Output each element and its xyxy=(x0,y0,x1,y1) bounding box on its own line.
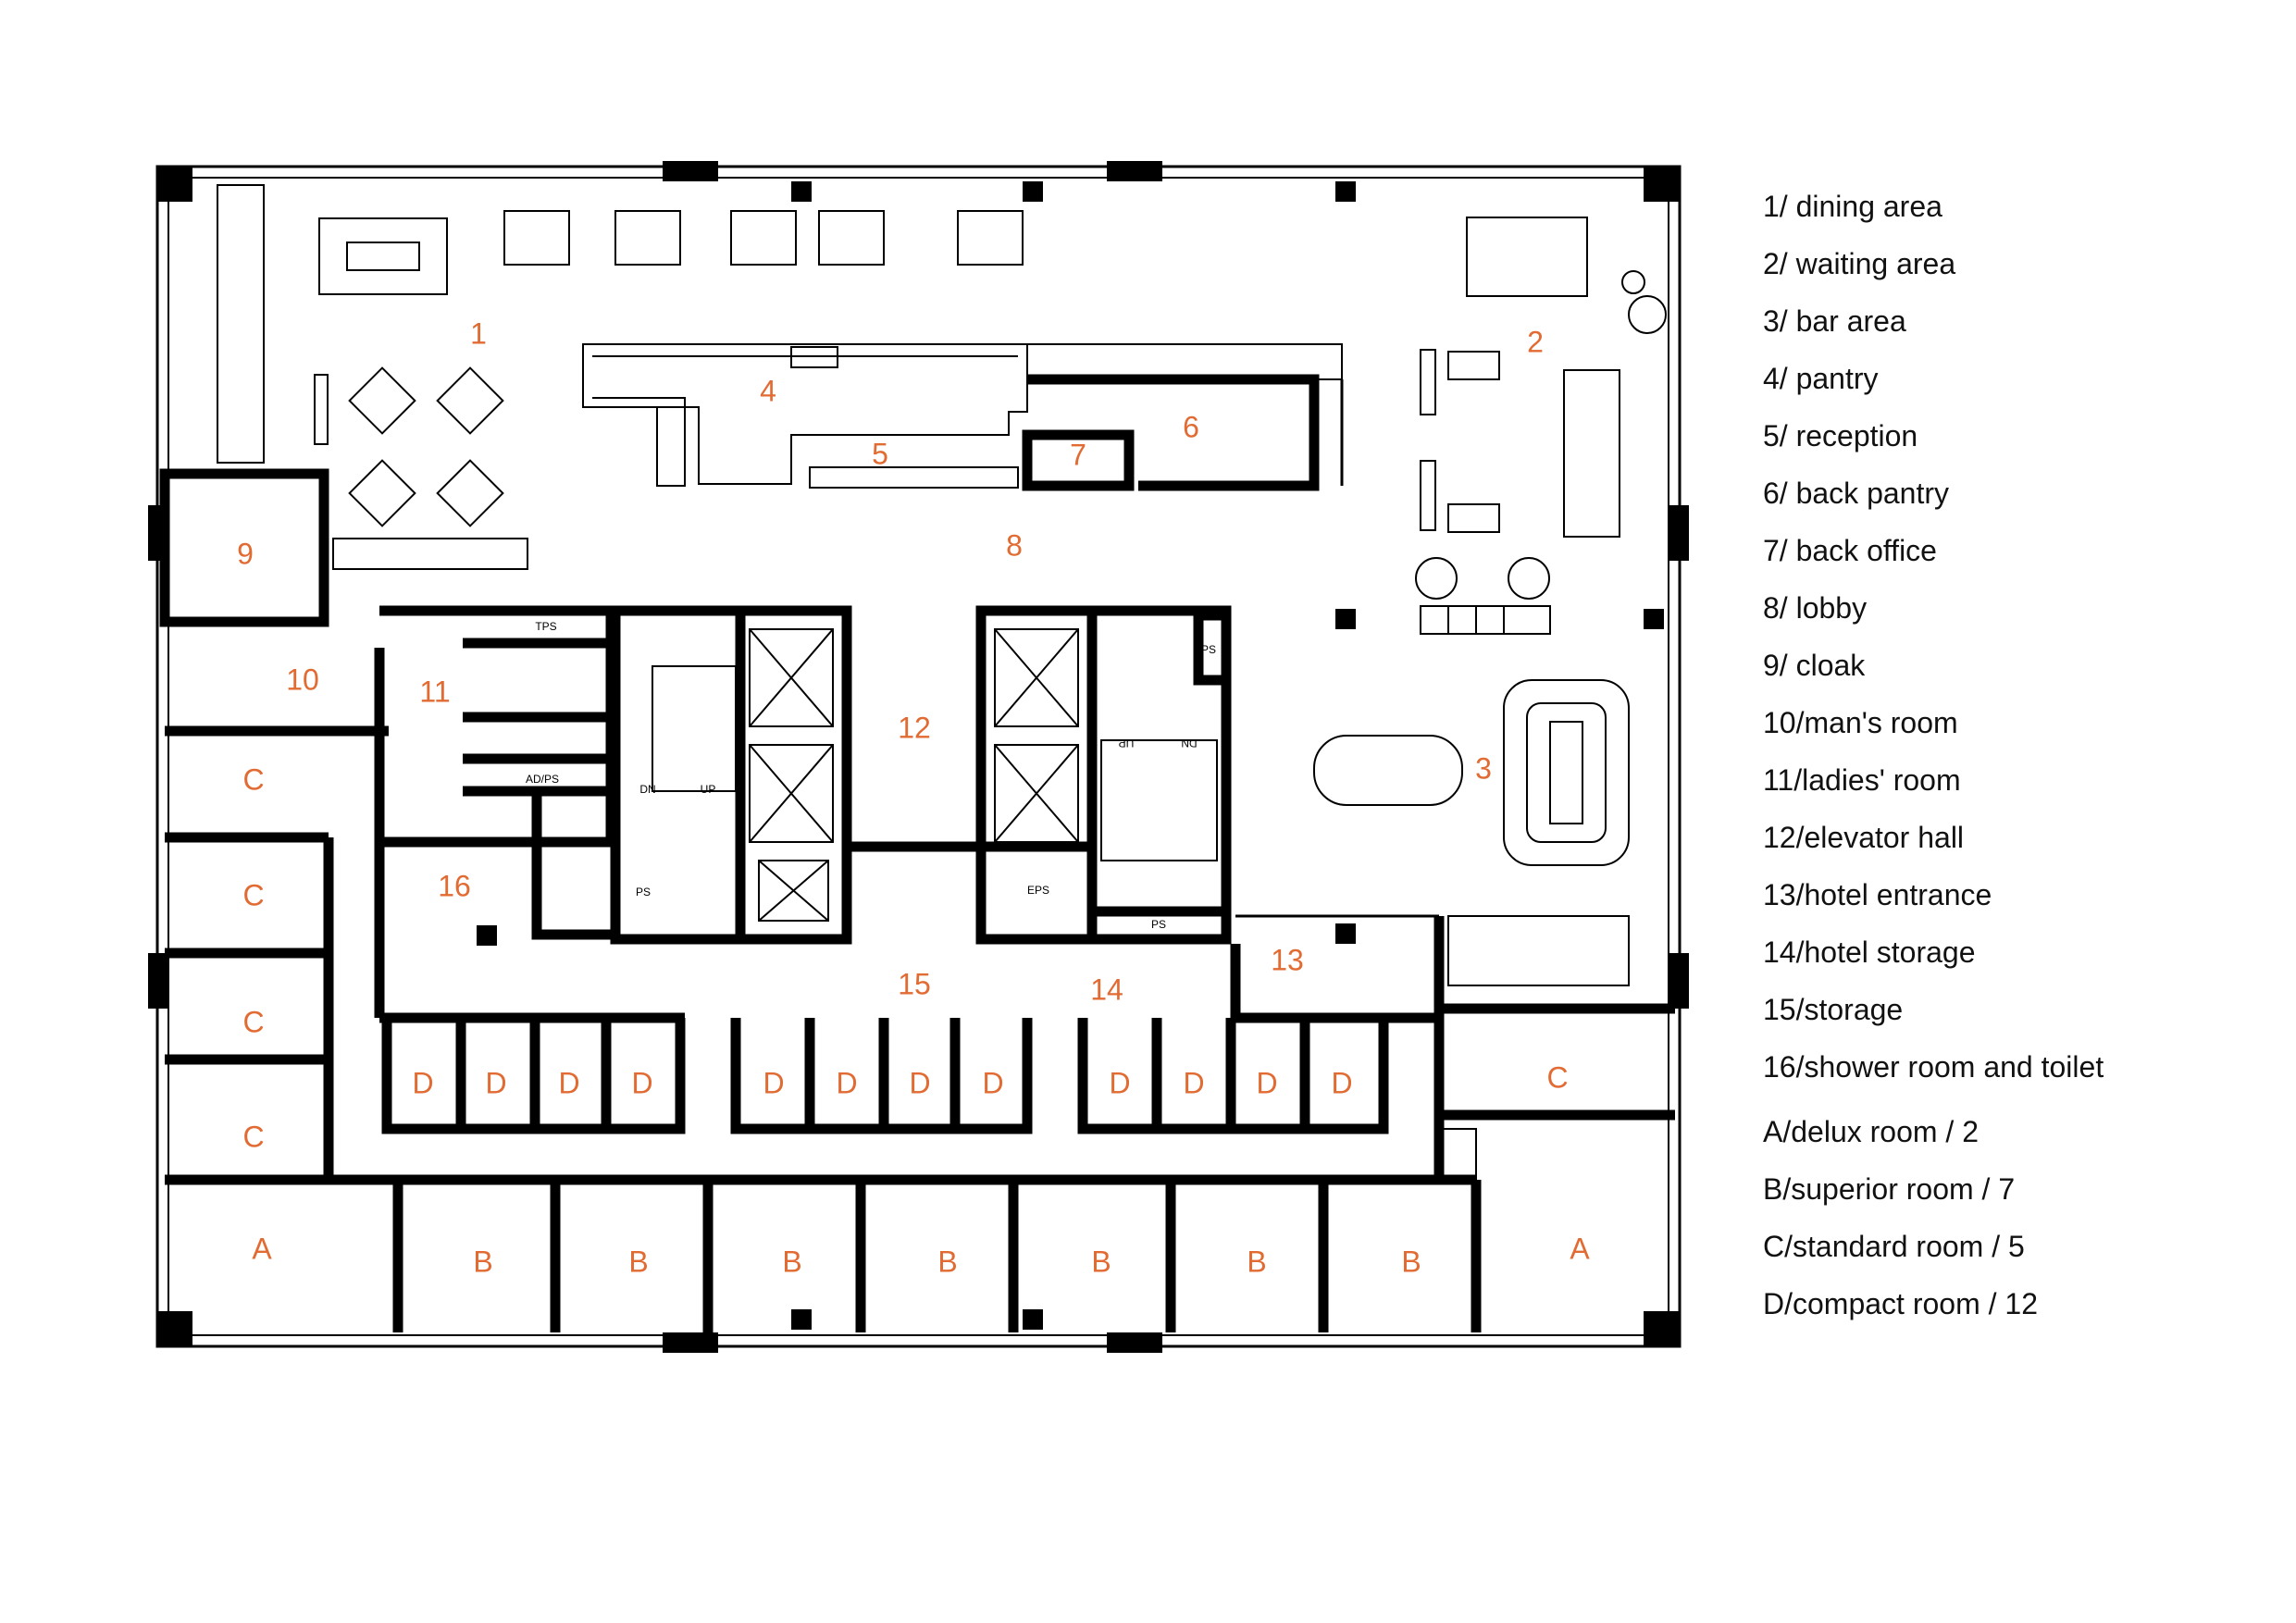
legend-item: 11/ladies' room xyxy=(1763,763,1961,797)
legend-item: C/standard room / 5 xyxy=(1763,1230,2025,1263)
room-label-b: B xyxy=(1247,1245,1266,1278)
room-label-d: D xyxy=(909,1066,930,1099)
tag-eps: EPS xyxy=(1027,884,1049,897)
waiting-furniture xyxy=(1415,217,1667,635)
room-label-4: 4 xyxy=(760,374,776,407)
room-label-d: D xyxy=(1256,1066,1277,1099)
legend-item: A/delux room / 2 xyxy=(1763,1115,1979,1148)
room-label-d: D xyxy=(836,1066,857,1099)
tag-adps: AD/PS xyxy=(526,773,559,786)
room-label-9: 9 xyxy=(237,537,254,570)
legend-item: D/compact room / 12 xyxy=(1763,1287,2038,1320)
room-label-7: 7 xyxy=(1070,438,1086,471)
compact-rooms-row xyxy=(381,1018,1389,1134)
room-label-10: 10 xyxy=(286,663,319,696)
legend-item: 9/ cloak xyxy=(1763,649,1866,682)
legend-item: 10/man's room xyxy=(1763,706,1958,739)
room-label-3: 3 xyxy=(1475,751,1492,785)
room-label-d: D xyxy=(1331,1066,1352,1099)
room-label-d: D xyxy=(558,1066,579,1099)
room-label-14: 14 xyxy=(1090,973,1123,1006)
legend-item: 2/ waiting area xyxy=(1763,247,1956,280)
room-label-d: D xyxy=(763,1066,784,1099)
tag-ps: PS xyxy=(636,886,651,898)
tag-dn: DN xyxy=(1181,737,1197,750)
room-label-a: A xyxy=(252,1232,272,1265)
superior-rooms-row xyxy=(165,1128,1482,1332)
room-label-b: B xyxy=(1091,1245,1111,1278)
legend-item: 4/ pantry xyxy=(1763,362,1879,395)
room-label-b: B xyxy=(473,1245,492,1278)
room-label-b: B xyxy=(782,1245,801,1278)
east-rooms-walls xyxy=(1230,914,1675,1180)
room-label-2: 2 xyxy=(1527,325,1544,358)
tag-dn: DN xyxy=(639,783,655,796)
legend-item: B/superior room / 7 xyxy=(1763,1172,2016,1206)
dining-furniture xyxy=(217,184,1024,527)
room-label-13: 13 xyxy=(1271,943,1304,976)
legend-item: 7/ back office xyxy=(1763,534,1937,567)
room-label-c: C xyxy=(242,1120,264,1153)
legend-item: 3/ bar area xyxy=(1763,304,1906,338)
tag-up: UP xyxy=(701,783,716,796)
legend-item: 15/storage xyxy=(1763,993,1904,1026)
room-label-c: C xyxy=(1546,1060,1568,1094)
room-label-d: D xyxy=(412,1066,433,1099)
room-label-d: D xyxy=(485,1066,506,1099)
room-label-6: 6 xyxy=(1183,410,1199,443)
legend-item: 12/elevator hall xyxy=(1763,821,1965,854)
legend-item: 16/shower room and toilet xyxy=(1763,1050,2104,1084)
legend-item: 5/ reception xyxy=(1763,419,1918,452)
service-tags: TPS AD/PS PS EPS PS PS DN UP UP DN xyxy=(526,620,1216,931)
room-label-c: C xyxy=(242,878,264,911)
room-label-5: 5 xyxy=(872,437,888,470)
tag-tps: TPS xyxy=(535,620,556,633)
room-label-d: D xyxy=(631,1066,652,1099)
room-label-c: C xyxy=(242,1005,264,1038)
legend-item: 8/ lobby xyxy=(1763,591,1868,625)
core-walls xyxy=(610,605,1232,945)
tag-ps: PS xyxy=(1201,643,1216,656)
legend-item: 1/ dining area xyxy=(1763,190,1942,223)
room-label-b: B xyxy=(1401,1245,1421,1278)
legend-item: 13/hotel entrance xyxy=(1763,878,1992,911)
room-label-11: 11 xyxy=(419,675,450,708)
room-label-d: D xyxy=(982,1066,1003,1099)
bar-furniture xyxy=(1313,679,1630,986)
room-label-16: 16 xyxy=(438,869,471,902)
room-label-b: B xyxy=(937,1245,957,1278)
legend-item: 6/ back pantry xyxy=(1763,477,1949,510)
back-pantry-walls xyxy=(1022,343,1344,491)
room-label-d: D xyxy=(1109,1066,1130,1099)
tag-ps: PS xyxy=(1151,918,1166,931)
tag-up: UP xyxy=(1119,737,1135,750)
pantry-counter xyxy=(582,343,1028,489)
room-labels: 1 2 3 4 5 6 7 8 9 10 11 12 13 14 15 16 A… xyxy=(237,316,1590,1278)
room-label-1: 1 xyxy=(470,316,487,350)
room-label-c: C xyxy=(242,762,264,796)
room-label-d: D xyxy=(1183,1066,1204,1099)
room-label-15: 15 xyxy=(898,967,931,1000)
room-label-8: 8 xyxy=(1006,528,1023,562)
room-label-a: A xyxy=(1570,1232,1590,1265)
room-label-12: 12 xyxy=(898,711,931,744)
room-label-b: B xyxy=(628,1245,648,1278)
legend-item: 14/hotel storage xyxy=(1763,935,1976,969)
